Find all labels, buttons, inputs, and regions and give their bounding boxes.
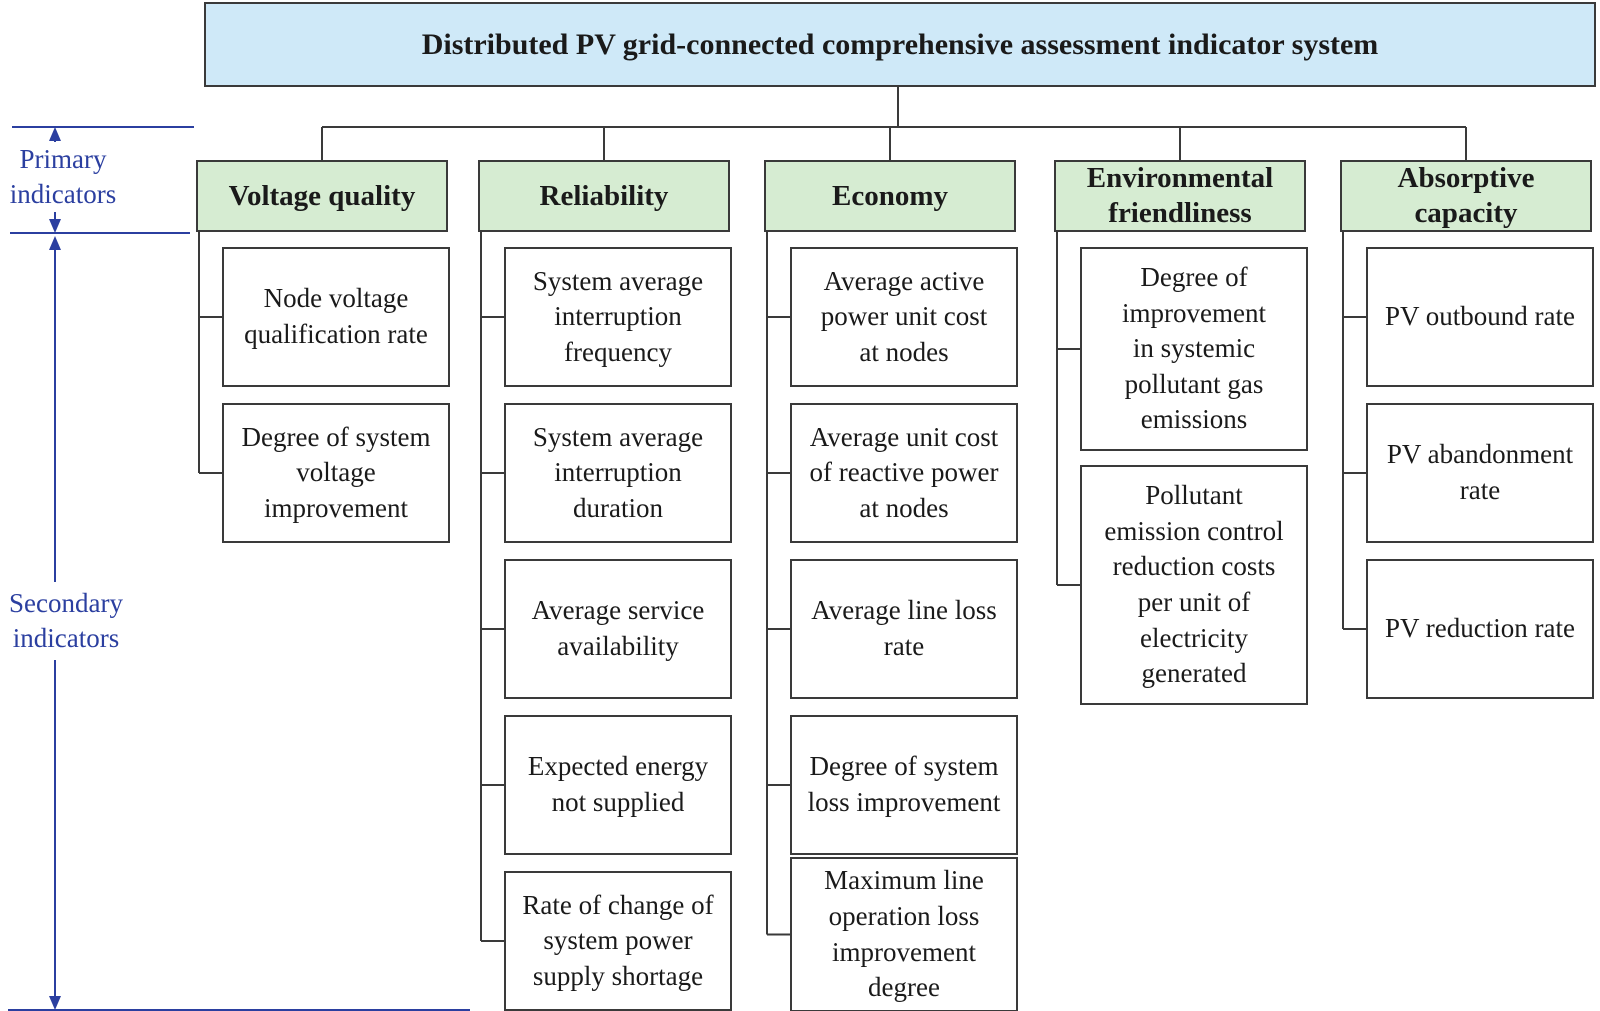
- secondary-indicator-label: PV reduction rate: [1385, 613, 1575, 644]
- secondary-indicator-1-1: System average interruption duration: [504, 403, 732, 543]
- secondary-indicator-label: System average interruption duration: [532, 421, 704, 523]
- secondary-indicator-label: Average service availability: [531, 595, 705, 661]
- primary-indicator-label: Environmental friendliness: [1086, 162, 1274, 229]
- secondary-indicator-3-1: Pollutant emission control reduction cos…: [1080, 465, 1308, 705]
- primary-indicator-0: Voltage quality: [196, 160, 448, 232]
- secondary-indicator-2-0: Average active power unit cost at nodes: [790, 247, 1018, 387]
- secondary-indicator-2-4: Maximum line operation loss improvement …: [790, 857, 1018, 1011]
- secondary-indicator-label: Average active power unit cost at nodes: [820, 265, 988, 367]
- secondary-indicator-label: Average line loss rate: [811, 595, 997, 661]
- secondary-indicator-label: PV outbound rate: [1385, 301, 1575, 332]
- primary-indicator-label: Reliability: [539, 179, 669, 212]
- secondary-indicator-label: Degree of system voltage improvement: [241, 421, 431, 523]
- primary-indicator-label: Voltage quality: [228, 179, 416, 212]
- secondary-indicator-label: Rate of change of system power supply sh…: [522, 889, 714, 991]
- secondary-indicator-1-3: Expected energy not supplied: [504, 715, 732, 855]
- primary-arrow-up: [49, 127, 61, 141]
- secondary-indicator-4-2: PV reduction rate: [1366, 559, 1594, 699]
- secondary-indicator-label: System average interruption frequency: [532, 265, 704, 367]
- secondary-indicator-1-4: Rate of change of system power supply sh…: [504, 871, 732, 1011]
- secondary-indicator-label: Pollutant emission control reduction cos…: [1104, 480, 1284, 689]
- secondary-indicator-label: Degree of system loss improvement: [807, 751, 1001, 817]
- secondary-indicator-4-0: PV outbound rate: [1366, 247, 1594, 387]
- secondary-indicator-2-2: Average line loss rate: [790, 559, 1018, 699]
- secondary-indicator-3-0: Degree of improvement in systemic pollut…: [1080, 247, 1308, 451]
- secondary-indicator-label: Expected energy not supplied: [527, 751, 709, 817]
- secondary-indicator-label: Node voltage qualification rate: [244, 283, 428, 349]
- primary-arrow-down: [49, 219, 61, 233]
- secondary-arrow-up: [49, 236, 61, 250]
- secondary-indicator-2-1: Average unit cost of reactive power at n…: [790, 403, 1018, 543]
- root-node: Distributed PV grid-connected comprehens…: [204, 2, 1596, 87]
- primary-indicator-1: Reliability: [478, 160, 730, 232]
- primary-indicator-2: Economy: [764, 160, 1016, 232]
- primary-indicator-label: Economy: [832, 179, 948, 212]
- primary-indicators-label: Primary indicators: [4, 142, 122, 213]
- secondary-indicator-label: Average unit cost of reactive power at n…: [809, 421, 999, 523]
- primary-indicator-label: Absorptive capacity: [1397, 162, 1535, 229]
- secondary-indicator-label: Maximum line operation loss improvement …: [824, 865, 984, 1003]
- secondary-indicator-0-1: Degree of system voltage improvement: [222, 403, 450, 543]
- secondary-indicator-0-0: Node voltage qualification rate: [222, 247, 450, 387]
- secondary-indicator-1-0: System average interruption frequency: [504, 247, 732, 387]
- secondary-indicator-4-1: PV abandonment rate: [1366, 403, 1594, 543]
- secondary-arrow-down: [49, 996, 61, 1010]
- secondary-indicators-label: Secondary indicators: [0, 586, 132, 657]
- primary-indicator-3: Environmental friendliness: [1054, 160, 1306, 232]
- secondary-indicator-1-2: Average service availability: [504, 559, 732, 699]
- secondary-indicator-2-3: Degree of system loss improvement: [790, 715, 1018, 855]
- primary-indicator-4: Absorptive capacity: [1340, 160, 1592, 232]
- root-label: Distributed PV grid-connected comprehens…: [421, 27, 1379, 61]
- secondary-indicator-label: PV abandonment rate: [1386, 439, 1574, 505]
- secondary-indicator-label: Degree of improvement in systemic pollut…: [1122, 261, 1266, 435]
